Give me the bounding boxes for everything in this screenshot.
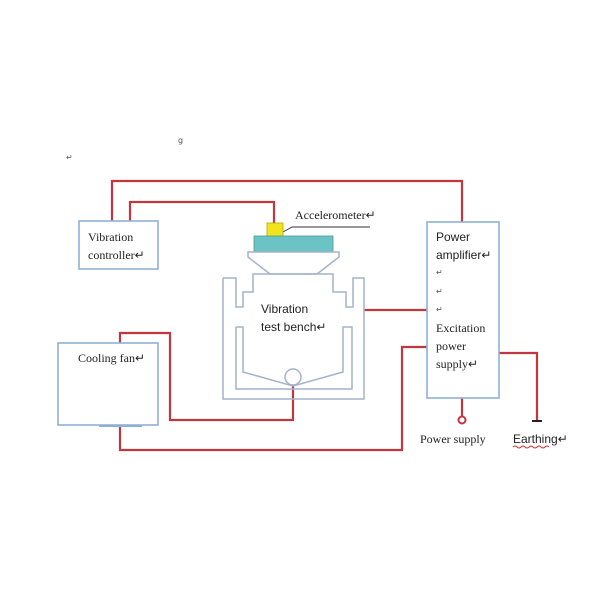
para-mark: ↵ bbox=[436, 305, 443, 314]
earthing-label: Earthing↵ bbox=[513, 432, 568, 446]
para-mark: ↵ bbox=[436, 287, 443, 296]
spellcheck-underline bbox=[512, 445, 550, 449]
wire-earthing bbox=[499, 351, 539, 420]
excitation-label-1: Excitation bbox=[436, 321, 485, 335]
cooling-fan-label: Cooling fan↵ bbox=[78, 351, 145, 365]
vibration-test-bench bbox=[222, 273, 365, 400]
header-fragment: g bbox=[178, 136, 183, 145]
power-supply-terminal bbox=[457, 415, 467, 425]
wire-fan-bench bbox=[118, 331, 295, 422]
vibration-controller-box bbox=[78, 220, 159, 270]
wire-controller-amplifier bbox=[110, 179, 464, 222]
bench-inner-housing bbox=[235, 326, 353, 390]
amplifier-label-2: amplifier↵ bbox=[436, 248, 491, 262]
bench-pivot bbox=[284, 368, 302, 386]
controller-label-2: controller↵ bbox=[88, 248, 145, 262]
platform-cone bbox=[247, 251, 340, 275]
cooling-fan-box bbox=[57, 342, 159, 426]
bench-label-2: test bench↵ bbox=[261, 320, 326, 334]
wire-controller-accelerometer bbox=[128, 200, 276, 224]
excitation-label-2: power bbox=[436, 339, 466, 353]
amplifier-label-1: Power bbox=[436, 230, 470, 244]
para-mark: ↵ bbox=[436, 268, 443, 277]
controller-label-1: Vibration bbox=[88, 230, 133, 244]
accelerometer bbox=[266, 222, 284, 238]
bench-label-1: Vibration bbox=[261, 302, 308, 316]
power-supply-label: Power supply bbox=[420, 432, 486, 446]
para-mark: ↵ bbox=[66, 153, 73, 162]
excitation-label-3: supply↵ bbox=[436, 357, 478, 371]
power-amplifier-box bbox=[426, 221, 500, 399]
wire-excitation-fan bbox=[118, 345, 427, 452]
accelerometer-label: Accelerometer↵ bbox=[295, 208, 376, 222]
test-platform bbox=[253, 235, 334, 253]
